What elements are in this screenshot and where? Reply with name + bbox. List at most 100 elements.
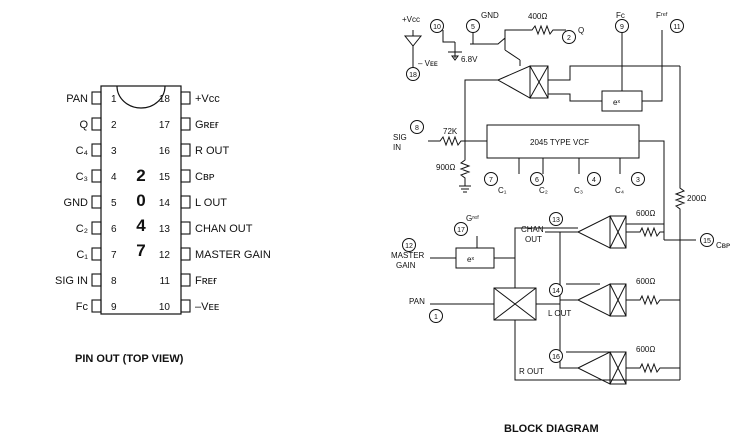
pin-label: C₄ bbox=[76, 145, 89, 157]
part-digit: 4 bbox=[136, 216, 146, 235]
pin-right-11: 11 Fʀᴇғ bbox=[160, 273, 217, 287]
node-12: 12 bbox=[402, 238, 416, 252]
pin-label: Fʀᴇғ bbox=[195, 275, 217, 287]
pin-number: 15 bbox=[159, 172, 171, 183]
pin-label: C₃ bbox=[76, 171, 88, 183]
block-caption: BLOCK DIAGRAM bbox=[504, 423, 599, 435]
node-8: 8 bbox=[410, 120, 424, 134]
pin-lead bbox=[91, 273, 102, 287]
vee-label: – Vᴇᴇ bbox=[418, 59, 438, 68]
pin-number: 17 bbox=[159, 120, 171, 131]
node-number: 13 bbox=[552, 217, 560, 224]
ic-notch bbox=[116, 85, 166, 109]
pin-number: 11 bbox=[160, 276, 171, 287]
pin-label: L OUT bbox=[195, 197, 227, 209]
node-number: 6 bbox=[535, 177, 539, 184]
pin-number: 1 bbox=[111, 94, 117, 105]
c2-label: C₂ bbox=[539, 186, 548, 195]
c3-label: C₃ bbox=[574, 186, 583, 195]
fref-label: Fʳᵉᶠ bbox=[656, 11, 668, 20]
res-600-chan: 600Ω bbox=[636, 209, 655, 218]
node-7: 7 bbox=[484, 172, 498, 186]
pin-right-17: 17 Gʀᴇғ bbox=[159, 117, 219, 131]
pin-lead bbox=[91, 247, 102, 261]
r-out-label: R OUT bbox=[519, 367, 544, 376]
exp-fc-label: eˣ bbox=[613, 98, 620, 107]
pin-right-18: 18 +Vᴄᴄ bbox=[159, 91, 220, 105]
exp-gain-label: eˣ bbox=[467, 255, 474, 264]
node-10: 10 bbox=[430, 19, 444, 33]
pin-label: Q bbox=[79, 119, 88, 131]
chan-out-label-2: OUT bbox=[525, 235, 542, 244]
pin-lead bbox=[180, 221, 191, 235]
pan-x2 bbox=[493, 287, 537, 321]
node-number: 4 bbox=[592, 177, 596, 184]
node-6: 6 bbox=[530, 172, 544, 186]
gref-label: Gʳᵉᶠ bbox=[466, 214, 479, 223]
pin-lead bbox=[180, 169, 191, 183]
pin-number: 13 bbox=[159, 224, 171, 235]
c4-label: C₄ bbox=[615, 186, 624, 195]
pin-number: 12 bbox=[159, 250, 171, 261]
part-digit: 7 bbox=[136, 241, 145, 260]
pin-lead bbox=[91, 117, 102, 131]
pin-lead bbox=[91, 143, 102, 157]
pin-label: +Vᴄᴄ bbox=[195, 93, 220, 105]
pan-label: PAN bbox=[409, 297, 425, 306]
l-out-amp bbox=[576, 283, 627, 317]
res-900-label: 900Ω bbox=[436, 163, 455, 172]
node-number: 1 bbox=[434, 314, 438, 321]
res-200-label: 200Ω bbox=[687, 194, 706, 203]
pin-lead bbox=[91, 91, 102, 105]
node-number: 11 bbox=[673, 24, 680, 31]
node-number: 16 bbox=[552, 354, 560, 361]
pin-number: 10 bbox=[159, 302, 171, 313]
pinout-caption: PIN OUT (TOP VIEW) bbox=[75, 353, 184, 365]
node-18: 18 bbox=[406, 67, 420, 81]
pin-label: Gʀᴇғ bbox=[195, 119, 219, 131]
node-11: 11 bbox=[670, 19, 684, 33]
node-16: 16 bbox=[549, 349, 563, 363]
pin-lead bbox=[180, 273, 191, 287]
node-17: 17 bbox=[454, 222, 468, 236]
node-number: 14 bbox=[552, 288, 560, 295]
pin-number: 18 bbox=[159, 94, 171, 105]
pin-left-1: PAN 1 bbox=[66, 91, 117, 105]
node-number: 17 bbox=[457, 227, 465, 234]
fc-exp-block bbox=[601, 90, 643, 112]
res-400-label: 400Ω bbox=[528, 12, 547, 21]
pin-lead bbox=[180, 299, 191, 313]
pin-label: R OUT bbox=[195, 145, 230, 157]
pin-label: GND bbox=[64, 197, 89, 209]
q-label: Q bbox=[578, 26, 584, 35]
part-digit: 0 bbox=[136, 191, 145, 210]
gnd-label: GND bbox=[481, 11, 499, 20]
pin-right-10: 10 –Vᴇᴇ bbox=[159, 299, 219, 313]
pin-number: 6 bbox=[111, 224, 117, 235]
node-number: 15 bbox=[703, 238, 711, 245]
pin-lead bbox=[91, 221, 102, 235]
gain-exp-block bbox=[455, 247, 495, 269]
pin-lead bbox=[180, 195, 191, 209]
master-gain-label-2: GAIN bbox=[396, 261, 416, 270]
node-number: 10 bbox=[433, 24, 441, 31]
sig-in-label-2: IN bbox=[393, 143, 401, 152]
node-number: 9 bbox=[620, 24, 624, 31]
pin-label: –Vᴇᴇ bbox=[195, 301, 219, 313]
pin-label: PAN bbox=[66, 93, 88, 105]
node-1: 1 bbox=[429, 309, 443, 323]
node-number: 3 bbox=[636, 177, 640, 184]
